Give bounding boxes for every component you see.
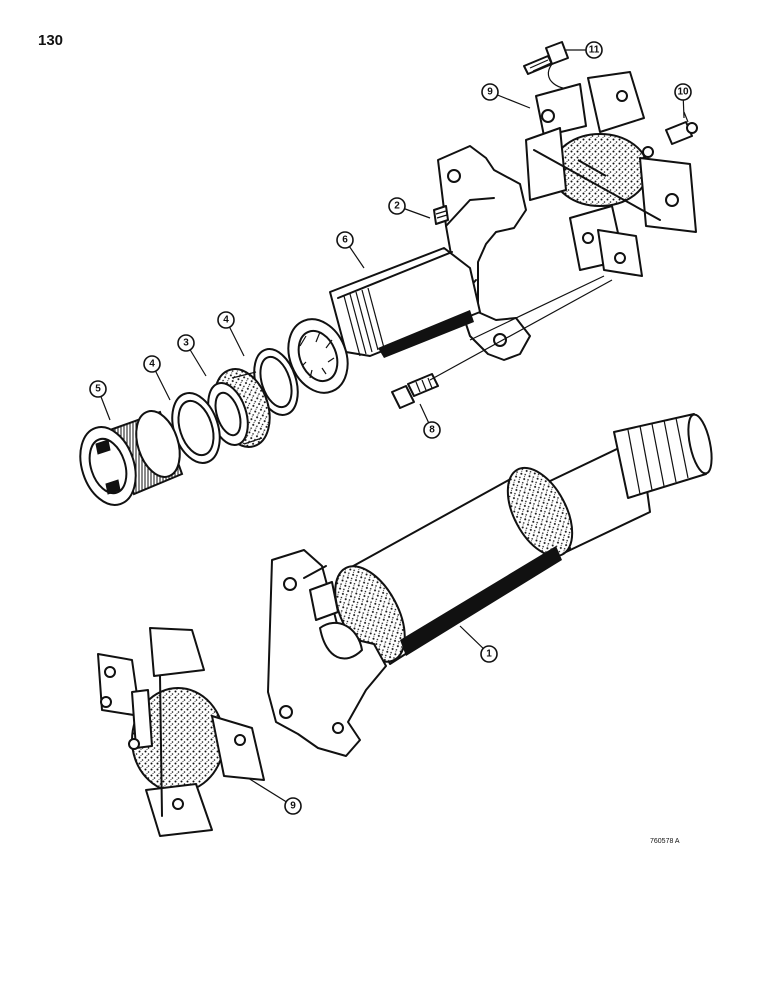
universal-joint-upper-part [525,71,697,277]
svg-text:11: 11 [589,45,600,56]
driveshaft-tube-part [267,413,713,757]
callout-6: 6 [336,231,354,249]
svg-text:4: 4 [223,315,229,326]
callout-3: 3 [177,334,195,352]
universal-joint-lower-part [97,627,265,837]
page-number: 130 [38,32,64,49]
svg-text:10: 10 [677,87,689,98]
callout-11: 11 [585,41,603,59]
callout-1: 1 [480,645,498,663]
svg-text:8: 8 [429,425,435,436]
grease-fitting-10-part [665,111,698,145]
svg-text:4: 4 [149,359,155,370]
callout-5: 5 [89,380,107,398]
svg-text:5: 5 [95,384,101,395]
callout-9-lower: 9 [284,797,302,815]
callout-2: 2 [388,197,406,215]
knurled-nut-5-part [79,410,184,506]
svg-text:2: 2 [394,201,400,212]
callout-8: 8 [423,421,441,439]
callout-9-upper: 9 [481,83,499,101]
svg-text:1: 1 [486,649,492,660]
splined-shaft-part [287,247,481,394]
svg-text:3: 3 [183,338,189,349]
svg-text:9: 9 [290,801,296,812]
bolt-11-part [523,41,577,90]
bolt-8-part [391,373,439,409]
seal-ring-4-lower-part [171,392,221,464]
svg-text:6: 6 [342,235,348,246]
callout-10: 10 [674,83,692,101]
callout-4-upper: 4 [217,311,235,329]
callout-4-lower: 4 [143,355,161,373]
svg-text:9: 9 [487,87,493,98]
figure-reference: 760578 A [650,838,680,845]
